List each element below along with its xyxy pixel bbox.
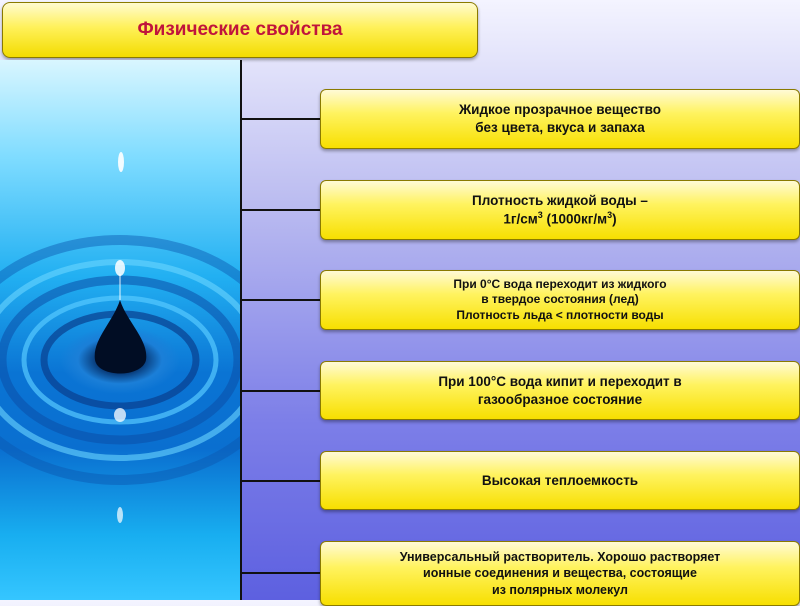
property-line: Плотность льда < плотности воды xyxy=(456,307,664,322)
property-line: в твердое состояния (лед) xyxy=(481,292,639,307)
property-box-freezing: При 0°С вода переходит из жидкого в твер… xyxy=(320,270,800,330)
connector-line xyxy=(241,209,321,211)
property-line: газообразное состояние xyxy=(477,391,643,407)
property-line: Высокая теплоемкость xyxy=(481,472,639,488)
property-line: При 0°С вода переходит из жидкого xyxy=(453,276,667,291)
property-line: из полярных молекул xyxy=(492,582,628,597)
property-line: ионные соединения и вещества, состоящие xyxy=(423,566,697,581)
connector-line xyxy=(241,390,321,392)
property-box-transparency: Жидкое прозрачное вещество без цвета, вк… xyxy=(320,89,800,149)
property-line: без цвета, вкуса и запаха xyxy=(475,120,645,135)
property-box-boiling: При 100°С вода кипит и переходит в газоо… xyxy=(320,361,800,420)
closing-paren: ) xyxy=(612,211,617,227)
property-box-heat-capacity: Высокая теплоемкость xyxy=(320,451,800,510)
superscript: 3 xyxy=(607,209,613,220)
water-drop-image xyxy=(0,60,242,600)
superscript: 3 xyxy=(537,209,543,220)
density-value: 1г/см xyxy=(503,211,538,227)
slide-title: Физические свойства xyxy=(137,19,343,40)
tree-vertical-line xyxy=(240,60,242,600)
property-line: При 100°С вода кипит и переходит в xyxy=(438,373,682,389)
connector-line xyxy=(241,480,321,482)
property-box-solvent: Универсальный растворитель. Хорошо раств… xyxy=(320,541,800,606)
property-line: Универсальный растворитель. Хорошо раств… xyxy=(399,550,721,565)
property-line: Жидкое прозрачное вещество xyxy=(458,102,662,118)
connector-line xyxy=(241,572,321,574)
water-drop-ripple-icon xyxy=(0,152,242,523)
property-box-density: Плотность жидкой воды – 1г/см3 (1000кг/м… xyxy=(320,180,800,240)
property-line: Плотность жидкой воды – xyxy=(472,193,648,209)
density-value-si: (1000кг/м xyxy=(542,211,608,227)
connector-line xyxy=(241,299,321,301)
title-box: Физические свойства xyxy=(2,2,478,58)
property-line: 1г/см3 (1000кг/м3) xyxy=(503,210,616,228)
connector-line xyxy=(241,118,321,120)
